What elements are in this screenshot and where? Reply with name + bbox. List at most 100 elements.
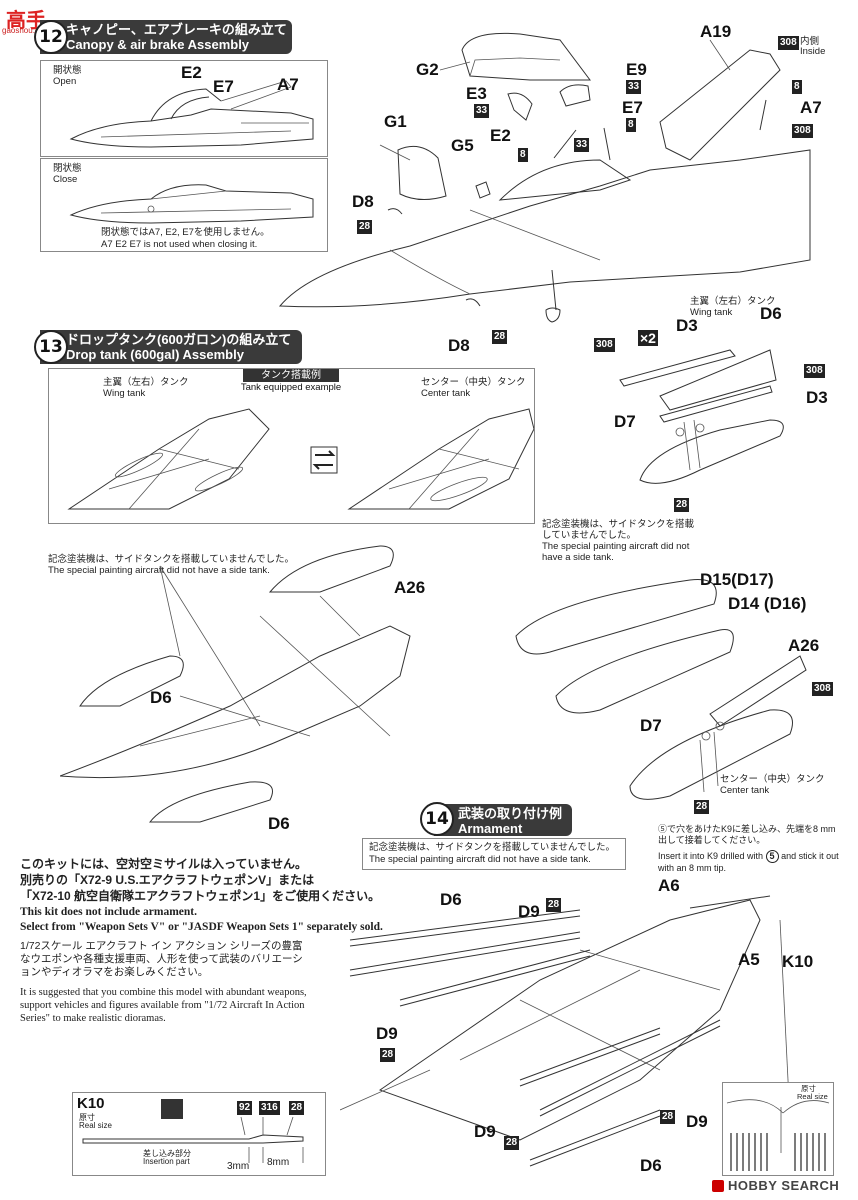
tank-example-title-jp: タンク搭載例	[243, 369, 339, 382]
open-state-jet-illustration	[69, 80, 314, 148]
label-A7-open: A7	[277, 75, 299, 94]
armament-note-jp2: 別売りの「X72-9 U.S.エアクラフトウェポンV」または	[20, 873, 315, 887]
close-label-en: Close	[53, 174, 78, 185]
hobby-search-watermark: HOBBY SEARCH	[712, 1178, 856, 1196]
side-tank-note2-en-b: have a side tank.	[542, 552, 614, 563]
real-size-jp: 原寸	[801, 1084, 816, 1093]
real-size-detail-panel: 原寸 Real size	[722, 1082, 834, 1176]
tank-example-badge: タンク搭載例 Tank equipped example	[231, 369, 351, 395]
label-A6: A6	[658, 876, 680, 895]
close-label-jp: 閉状態	[53, 163, 82, 174]
paint-28-d9-top: 28	[546, 898, 562, 912]
step14-note-en: The special painting aircraft did not ha…	[369, 854, 591, 865]
label-D9-bottom: D9	[474, 1122, 496, 1141]
label-D9-right: D9	[686, 1112, 708, 1131]
label-K10: K10	[782, 952, 814, 971]
paint-308-a26: 308	[812, 682, 833, 696]
label-D7-bottom: D7	[640, 716, 662, 735]
label-E2-open: E2	[181, 63, 202, 82]
wing-tank-assembly-illustration	[619, 349, 784, 484]
wing-tank-label-jp: 主翼（左右）タンク	[103, 377, 189, 388]
label-D9-left: D9	[376, 1024, 398, 1043]
side-tank-note2-jp-a: 記念塗装機は、サイドタンクを搭載	[542, 519, 695, 530]
paint-33-e2: 33	[574, 138, 590, 152]
paint-8-e7: 8	[626, 118, 636, 132]
wing-tank-label-en: Wing tank	[103, 388, 146, 399]
inside-label-jp: 内側	[800, 36, 820, 47]
label-G5: G5	[451, 136, 474, 155]
label-A26-main: A26	[394, 578, 426, 597]
step12-number: 12	[34, 20, 68, 54]
step14-note-box: 記念塗装機は、サイドタンクを搭載していませんでした。 The special p…	[362, 838, 626, 870]
open-state-panel: 開状態 Open E2 E7 A7	[40, 60, 328, 157]
wing-tank-assembly-label-en: Wing tank	[690, 307, 733, 318]
close-state-jet-illustration	[69, 184, 314, 224]
center-tank-label-en: Center tank	[421, 388, 471, 399]
center-tank-right-en: Center tank	[720, 785, 770, 796]
paint-28-d9-bottom: 28	[504, 1136, 520, 1150]
step14-note-jp: 記念塗装機は、サイドタンクを搭載していませんでした。	[369, 842, 615, 853]
hobby-search-icon	[712, 1180, 724, 1192]
label-D7-top: D7	[614, 412, 636, 431]
paint-33-e3: 33	[474, 104, 490, 118]
label-D3-top: D3	[676, 316, 698, 335]
k10-dim-8mm: 8mm	[267, 1157, 290, 1168]
paint-308-d6: 308	[804, 364, 825, 378]
paint-308-wing-tank: 308	[594, 338, 615, 352]
paint-28-d7-bottom: 28	[694, 800, 710, 814]
paint-28-d8-lower: 28	[492, 330, 508, 344]
step14-number: 14	[420, 802, 454, 836]
step13-title-jp: ドロップタンク(600ガロン)の組み立て	[66, 332, 292, 347]
step13-number: 13	[34, 330, 68, 364]
label-D6-main-left: D6	[150, 688, 172, 707]
label-D6-armament-bottom: D6	[640, 1156, 662, 1175]
step12-header: キャノピー、エアブレーキの組み立て Canopy & air brake Ass…	[40, 20, 292, 54]
center-tank-assembly-illustration	[515, 579, 807, 800]
paint-8-a7: 8	[792, 80, 802, 94]
label-A7: A7	[800, 98, 822, 117]
close-state-panel: 閉状態 Close 閉状態ではA7, E2, E7を使用しません。 A7 E2 …	[40, 158, 328, 252]
side-tank-note2-jp-b: していませんでした。	[542, 530, 636, 541]
step12-title-jp: キャノピー、エアブレーキの組み立て	[66, 22, 287, 37]
k9-instruction-jp: ⑤で穴をあけたK9に差し込み、先端を8 mm 出して接着してください。	[658, 824, 836, 845]
armament-note-en1: This kit does not include armament.	[20, 906, 197, 918]
paint-308-a19: 308	[778, 36, 799, 50]
label-E3: E3	[466, 84, 487, 103]
paint-308-a7: 308	[792, 124, 813, 138]
k10-part-label: K10	[77, 1095, 105, 1112]
step13-title-en: Drop tank (600gal) Assembly	[66, 347, 244, 362]
step12-title-en: Canopy & air brake Assembly	[66, 37, 250, 52]
label-D8-upper: D8	[352, 192, 374, 211]
close-note-en: A7 E2 E7 is not used when closing it.	[101, 239, 258, 250]
step13-jet-with-tanks-illustration	[60, 545, 411, 823]
k10-detail-panel: K10 原寸 Real size 92 316 28 差し込み部分 Insert…	[72, 1092, 326, 1176]
paint-28-d8-upper: 28	[357, 220, 373, 234]
label-D3-right: D3	[806, 388, 828, 407]
paint-28-d9-right: 28	[660, 1110, 676, 1124]
k9-en-b: and stick it out	[781, 851, 839, 861]
watermark-logo-url: gaoshou.com	[2, 26, 51, 35]
step13-header: ドロップタンク(600ガロン)の組み立て Drop tank (600gal) …	[40, 330, 302, 364]
label-D6-top: D6	[760, 304, 782, 323]
k9-en-c: with an 8 mm tip.	[658, 863, 727, 873]
k9-en-a: Insert it into K9 drilled with	[658, 851, 764, 861]
step14-header: 武装の取り付け例 Armament	[434, 804, 572, 836]
open-label-jp: 開状態	[53, 65, 82, 76]
label-D8-lower: D8	[448, 336, 470, 355]
real-size-en: Real size	[797, 1092, 828, 1101]
open-label-en: Open	[53, 76, 77, 87]
label-D14-D16: D14 (D16)	[728, 594, 807, 613]
wing-tank-assembly-label-jp: 主翼（左右）タンク	[690, 296, 776, 307]
side-tank-note-jp: 記念塗装機は、サイドタンクを搭載していませんでした。	[48, 554, 294, 565]
k10-paint-316: 316	[259, 1101, 280, 1115]
real-size-nose-illustration	[726, 1099, 830, 1171]
armament-para-jp: 1/72スケール エアクラフト イン アクション シリーズの豊富なウエポンや各種…	[20, 940, 303, 978]
k9-instruction-en: Insert it into K9 drilled with 5 and sti…	[658, 850, 848, 874]
watermark-logo: 高手 gaoshou.com	[2, 4, 74, 38]
k10-icon	[161, 1099, 183, 1119]
step14-title-en: Armament	[458, 821, 523, 836]
hobby-search-text: HOBBY SEARCH	[728, 1178, 840, 1193]
paint-28-d9-left: 28	[380, 1048, 396, 1062]
k10-paint-28: 28	[289, 1101, 305, 1115]
label-D6-armament-top: D6	[440, 890, 462, 909]
